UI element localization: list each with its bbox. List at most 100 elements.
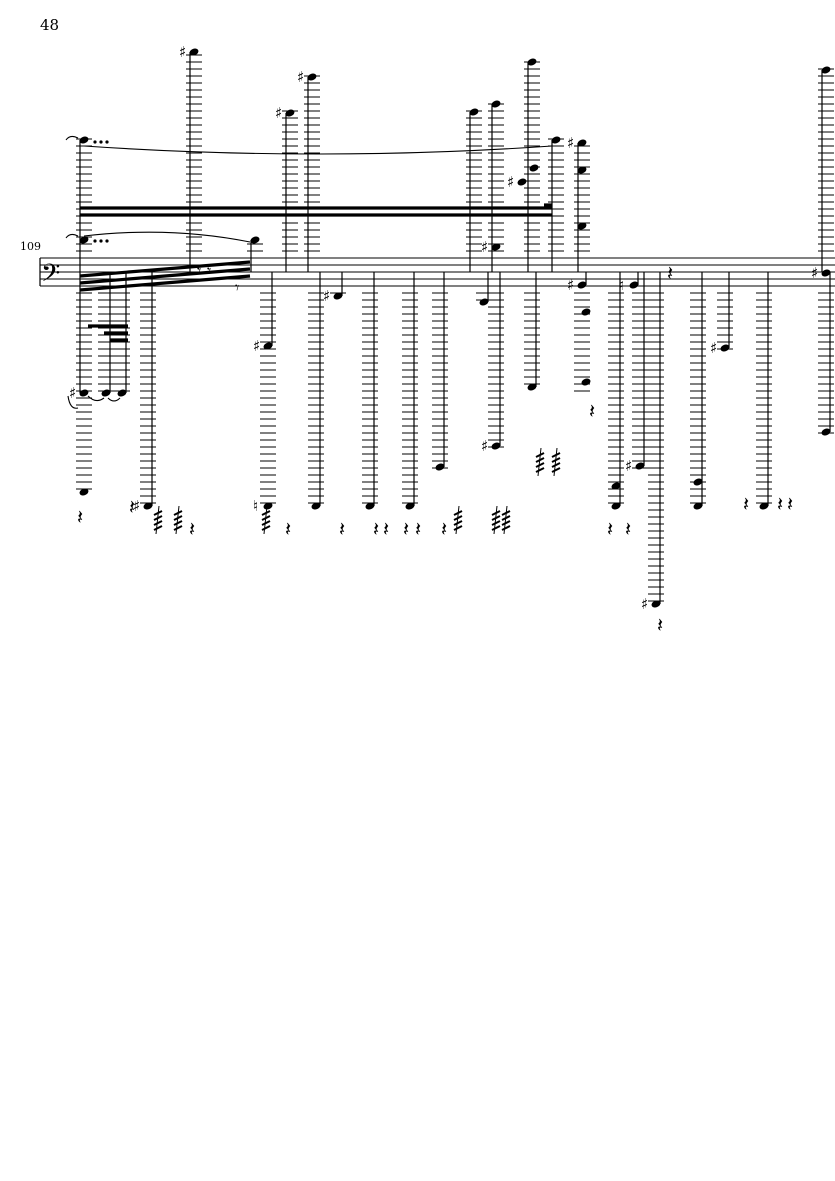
note-head [517, 178, 527, 186]
sharp-accidental: ♯ [710, 339, 717, 357]
note-head [263, 342, 273, 350]
note-head [479, 298, 489, 306]
quarter-rest: 𝄽 [441, 517, 447, 541]
tremolo-slash [453, 520, 463, 526]
note-head [529, 164, 539, 172]
ledger-group [488, 103, 504, 252]
ledger-group [632, 292, 648, 469]
quarter-rest: 𝄽 [77, 505, 83, 529]
note-head [79, 236, 89, 244]
quarter-rest: 𝄽 [415, 517, 421, 541]
beams [79, 203, 552, 342]
ledger-group [76, 138, 92, 252]
sharp-accidental: ♯ [641, 595, 648, 613]
note-head [307, 73, 317, 81]
ledger-group [648, 292, 664, 602]
tremolo-slash [153, 520, 163, 526]
note-head [79, 136, 89, 144]
tremolo-marks [153, 447, 561, 535]
quarter-rest: 𝄽 [777, 492, 783, 516]
note-head [581, 308, 591, 316]
sharp-accidental: ♯ [275, 104, 282, 122]
sharp-accidental: ♯ [297, 68, 304, 86]
note-stems [79, 52, 831, 604]
measure-number: 109 [20, 240, 41, 253]
page-number: 48 [40, 16, 60, 34]
note-head [693, 478, 703, 486]
ledger-group [466, 110, 482, 252]
sharp-accidental: ♯ [625, 457, 632, 475]
tremolo-stem [155, 505, 160, 535]
note-head [693, 502, 703, 510]
note-head [527, 58, 537, 66]
note-head [263, 502, 273, 510]
note-head [333, 292, 343, 300]
tremolo-slash [173, 520, 183, 526]
note-head [79, 488, 89, 496]
tremolo-stem [503, 505, 508, 535]
note-head [285, 109, 295, 117]
quarter-rest: 𝄽 [339, 517, 345, 541]
note-head [143, 502, 153, 510]
ledger-group [76, 292, 92, 490]
note-head [491, 243, 501, 251]
ledger-group [756, 292, 772, 504]
eighth-rest: 𝄾 [235, 278, 239, 297]
notes: ♯♯♯♯♮♯♯♯♯♯♯♯♯♮♯♯♯♯ [69, 43, 831, 613]
tremolo-slashes [501, 505, 511, 535]
sharp-accidental: ♯ [133, 497, 140, 515]
note-head [527, 383, 537, 391]
sharp-accidental: ♯ [323, 287, 330, 305]
tremolo-slash [501, 520, 511, 526]
ledger-group [140, 292, 156, 504]
sharp-accidental: ♯ [567, 276, 574, 294]
note-head [577, 222, 587, 230]
ledger-group [717, 292, 733, 350]
tremolo-slash [501, 525, 511, 531]
sharp-accidental: ♯ [811, 264, 818, 282]
tremolo-slash [261, 525, 271, 531]
sharp-accidental: ♯ [69, 384, 76, 402]
note-head [189, 48, 199, 56]
note-head [365, 502, 375, 510]
note-head [759, 502, 769, 510]
eighth-rest: 𝄾 [207, 261, 211, 280]
note-head [491, 442, 501, 450]
quarter-rest: 𝄽 [657, 613, 663, 637]
ledger-group [524, 61, 540, 252]
ledger-group [608, 292, 624, 504]
tremolo-slashes [453, 505, 463, 535]
sharp-accidental: ♯ [567, 134, 574, 152]
staff-lines [40, 257, 835, 287]
ledger-group [98, 292, 114, 392]
quarter-rest: 𝄽 [403, 517, 409, 541]
rests: 𝄽𝄽𝄽𝄽𝄽𝄽𝄽𝄽𝄽𝄽𝄽𝄽𝄽𝄽𝄽𝄽𝄽𝄽𝄾𝄾𝄾 [77, 261, 793, 637]
tremolo-slashes [491, 505, 501, 535]
tremolo-slash [535, 462, 545, 468]
note-head [821, 428, 831, 436]
tremolo-stem [175, 505, 180, 535]
ledger-group [818, 68, 834, 252]
tremolo-slash [261, 520, 271, 526]
tremolo-slash [535, 467, 545, 473]
ledger-lines [76, 54, 834, 602]
quarter-rest: 𝄽 [667, 261, 673, 285]
quarter-rest: 𝄽 [625, 517, 631, 541]
ledger-group [247, 243, 263, 252]
ledger-group [308, 292, 324, 504]
note-head [79, 389, 89, 397]
tremolo-slash [491, 520, 501, 526]
ties [65, 135, 553, 409]
quarter-rest: 𝄽 [189, 517, 195, 541]
ledger-group [362, 292, 378, 504]
quarter-rest: 𝄽 [383, 517, 389, 541]
note-head [581, 378, 591, 386]
ledger-group [432, 292, 448, 469]
ledger-group [114, 292, 130, 392]
sharp-accidental: ♯ [507, 173, 514, 191]
note-head [577, 166, 587, 174]
note-head [491, 100, 501, 108]
tremolo-stem [455, 505, 460, 535]
natural-accidental: ♮ [253, 497, 258, 515]
